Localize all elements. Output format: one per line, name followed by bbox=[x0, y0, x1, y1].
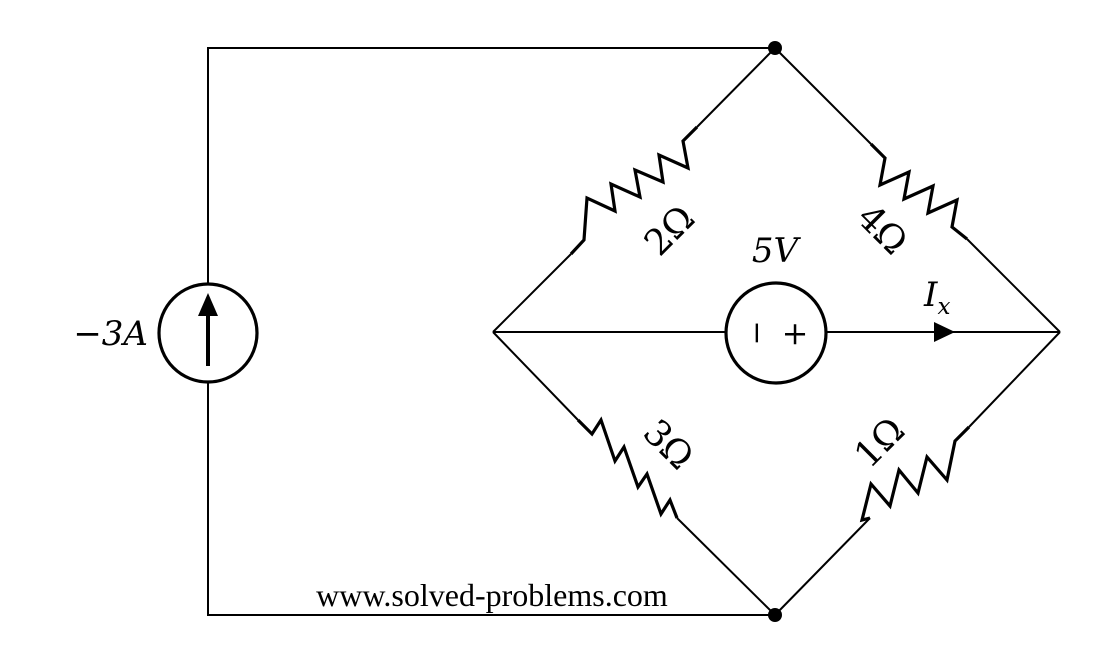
resistor-4ohm bbox=[869, 142, 968, 241]
wire-top bbox=[207, 47, 775, 283]
resistor-4ohm-label: 4Ω bbox=[849, 197, 915, 263]
voltage-source-label: 5V bbox=[752, 231, 802, 271]
voltage-source-minus: − bbox=[740, 320, 775, 345]
wire-upper-left-lower bbox=[492, 253, 572, 333]
resistor-1ohm bbox=[859, 425, 971, 523]
wire-lower-right-lower bbox=[774, 517, 871, 616]
resistor-2ohm bbox=[569, 125, 699, 256]
node-top bbox=[768, 41, 782, 55]
current-ix-label: Ix bbox=[923, 275, 950, 320]
wire-upper-right-lower bbox=[966, 238, 1061, 333]
current-source-arrowhead bbox=[198, 293, 218, 316]
watermark-text: www.solved-problems.com bbox=[316, 577, 668, 613]
wire-lower-left-lower bbox=[676, 517, 776, 616]
resistor-2ohm-label: 2Ω bbox=[637, 198, 703, 264]
resistor-3ohm-label: 3Ω bbox=[635, 412, 701, 478]
wire-lower-right bbox=[968, 331, 1061, 428]
current-source-label: −3A bbox=[73, 314, 148, 354]
current-ix-arrowhead bbox=[934, 322, 955, 342]
wire-upper-left bbox=[696, 47, 776, 128]
wire-upper-right bbox=[774, 47, 872, 145]
resistor-1ohm-label: 1Ω bbox=[847, 410, 913, 476]
voltage-source-plus: + bbox=[782, 314, 809, 352]
current-ix-symbol: I bbox=[923, 275, 938, 315]
resistor-3ohm bbox=[576, 416, 679, 519]
wire-bottom bbox=[207, 383, 775, 616]
node-bottom bbox=[768, 608, 782, 622]
current-ix-subscript: x bbox=[937, 294, 950, 320]
wire-lower-left bbox=[492, 331, 579, 421]
voltage-source bbox=[724, 281, 828, 385]
